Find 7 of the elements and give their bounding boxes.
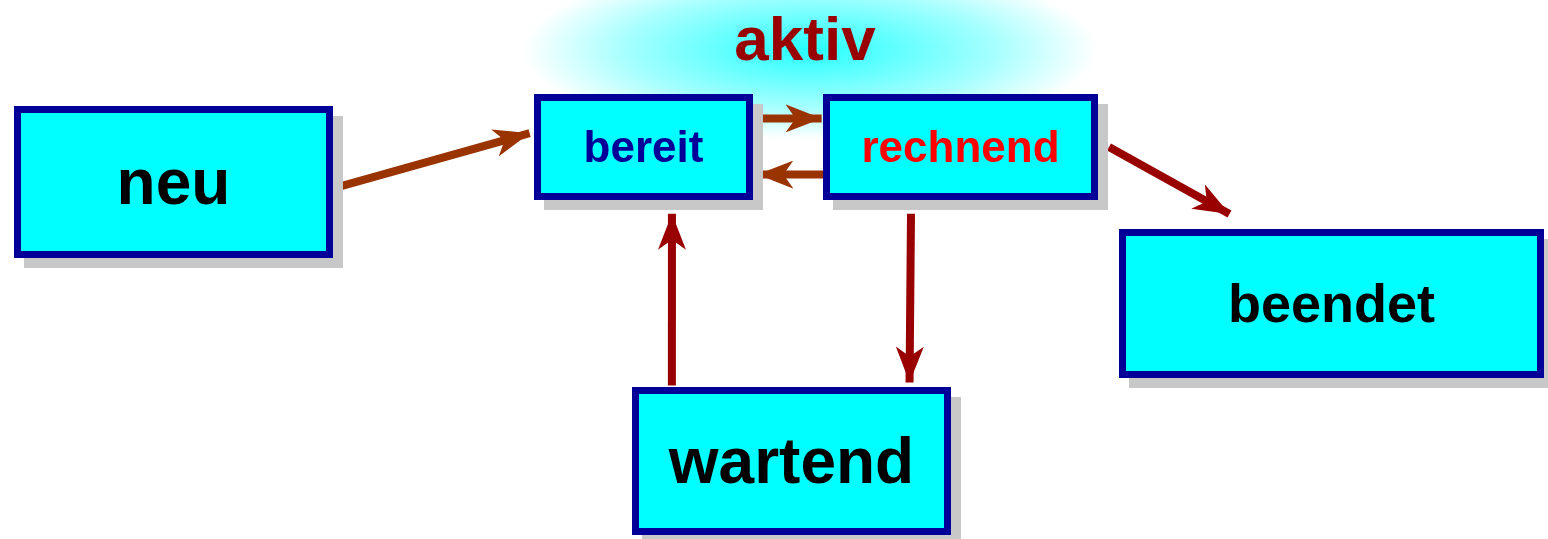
state-label: rechnend xyxy=(861,122,1060,172)
state-label: wartend xyxy=(668,425,915,497)
state-label: neu xyxy=(116,146,231,218)
state-label: bereit xyxy=(583,122,704,172)
arrow xyxy=(1107,143,1232,218)
state-label: beendet xyxy=(1227,273,1435,334)
group-label: aktiv xyxy=(734,8,876,70)
